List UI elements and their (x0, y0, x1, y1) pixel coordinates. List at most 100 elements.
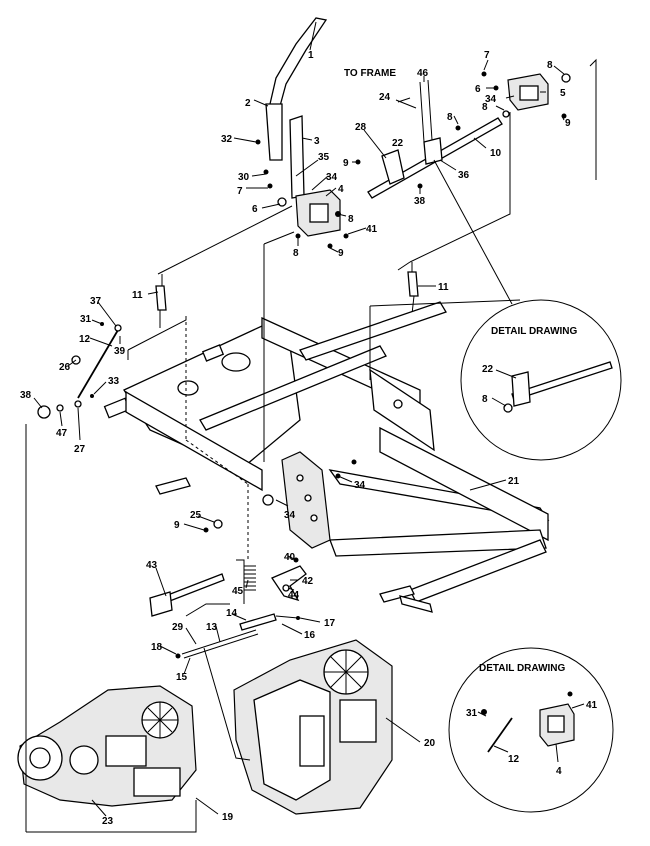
callout-46: 46 (417, 68, 429, 79)
callout-8b: 8 (293, 248, 299, 259)
to-frame-label: TO FRAME (344, 68, 396, 79)
left-transmission (17, 685, 197, 807)
callout-1: 1 (308, 50, 314, 61)
callout-14: 14 (226, 608, 238, 619)
callout-7b: 7 (484, 50, 490, 61)
callout-29: 29 (172, 622, 184, 633)
frame-rear-plate (369, 368, 435, 452)
callout-9d: 9 (174, 520, 180, 531)
callout-47: 47 (56, 428, 68, 439)
pivot-block-face (309, 203, 329, 223)
gas-springs (155, 262, 419, 328)
callout-8: 8 (348, 214, 354, 225)
shaft-bracket (423, 137, 443, 165)
bearing-face (519, 85, 539, 101)
callout-37: 37 (90, 296, 102, 307)
lever-bracket (289, 115, 305, 199)
callout-detail-8: 8 (482, 394, 488, 405)
headings: TO FRAME DETAIL DRAWING DETAIL DRAWING (344, 68, 578, 674)
left-linkage (37, 322, 122, 419)
callout-43: 43 (146, 560, 158, 571)
callout-22: 22 (392, 138, 404, 149)
callout-numbers: 1 2 32 3 30 35 7 34 4 6 8 41 8 9 28 22 9… (20, 50, 598, 827)
callout-detail-31: 31 (466, 708, 478, 719)
main-frame (103, 301, 550, 613)
callout-detail-22: 22 (482, 364, 494, 375)
callout-detail-4: 4 (556, 766, 562, 777)
brake-linkage (149, 557, 307, 659)
callout-8e: 8 (447, 112, 453, 123)
callout-25: 25 (190, 510, 202, 521)
callout-23: 23 (102, 816, 114, 827)
callout-38b: 38 (20, 390, 32, 401)
callout-18: 18 (151, 642, 163, 653)
callout-41: 41 (366, 224, 378, 235)
callout-9c: 9 (565, 118, 571, 129)
callout-8c: 8 (547, 60, 553, 71)
callout-21: 21 (508, 476, 520, 487)
callout-39: 39 (114, 346, 126, 357)
detail-circle-2 (448, 647, 614, 813)
callout-11: 11 (132, 290, 143, 301)
callout-15: 15 (176, 672, 188, 683)
shaft-arm (381, 149, 405, 185)
callout-13: 13 (206, 622, 218, 633)
frame-left-rail (125, 390, 263, 492)
callout-34c: 34 (354, 480, 366, 491)
callout-36: 36 (458, 170, 470, 181)
callout-detail-41: 41 (586, 700, 598, 711)
callout-34d: 34 (284, 510, 296, 521)
callout-6b: 6 (475, 84, 481, 95)
callout-34b: 34 (485, 94, 497, 105)
callout-9: 9 (338, 248, 344, 259)
callout-3: 3 (314, 136, 320, 147)
brake-arm (271, 565, 307, 602)
callout-5: 5 (560, 88, 566, 99)
control-lever (269, 17, 328, 107)
callout-30: 30 (238, 172, 250, 183)
callout-28: 28 (355, 122, 367, 133)
right-transmission (233, 639, 393, 815)
callout-2: 2 (245, 98, 251, 109)
detail-drawing-1-title: DETAIL DRAWING (491, 326, 578, 337)
callout-detail-12: 12 (508, 754, 520, 765)
return-spring (244, 565, 256, 591)
callout-7: 7 (237, 186, 243, 197)
lever-arm (265, 103, 283, 161)
callout-10: 10 (490, 148, 502, 159)
callout-42: 42 (302, 576, 314, 587)
leader-lines (25, 21, 597, 833)
callout-45: 45 (232, 586, 244, 597)
detail-drawing-1 (460, 299, 622, 461)
callout-31: 31 (80, 314, 92, 325)
callout-8d: 8 (482, 102, 488, 113)
callout-26: 26 (59, 362, 71, 373)
gas-spring-left (155, 285, 167, 311)
callout-9b: 9 (343, 158, 349, 169)
callout-17: 17 (324, 618, 336, 629)
callout-4: 4 (338, 184, 344, 195)
callout-34: 34 (326, 172, 338, 183)
callout-19: 19 (222, 812, 234, 823)
control-lever-assembly (255, 17, 349, 249)
detail-drawing-2-title: DETAIL DRAWING (479, 663, 566, 674)
callout-11b: 11 (438, 282, 449, 293)
callout-16: 16 (304, 630, 316, 641)
callout-44: 44 (288, 590, 300, 601)
callout-12: 12 (79, 334, 91, 345)
callout-38: 38 (414, 196, 426, 207)
frame-right-rail (379, 426, 549, 542)
control-shaft-assembly (355, 71, 571, 199)
callout-35: 35 (318, 152, 330, 163)
callout-40: 40 (284, 552, 296, 563)
callout-33: 33 (108, 376, 120, 387)
callout-20: 20 (424, 738, 436, 749)
detail-circle-1 (460, 299, 622, 461)
detail-bracket (511, 371, 531, 407)
detail-drawing-2 (448, 647, 614, 813)
callout-24: 24 (379, 92, 391, 103)
callout-6: 6 (252, 204, 258, 215)
callout-32: 32 (221, 134, 233, 145)
callout-27: 27 (74, 444, 86, 455)
